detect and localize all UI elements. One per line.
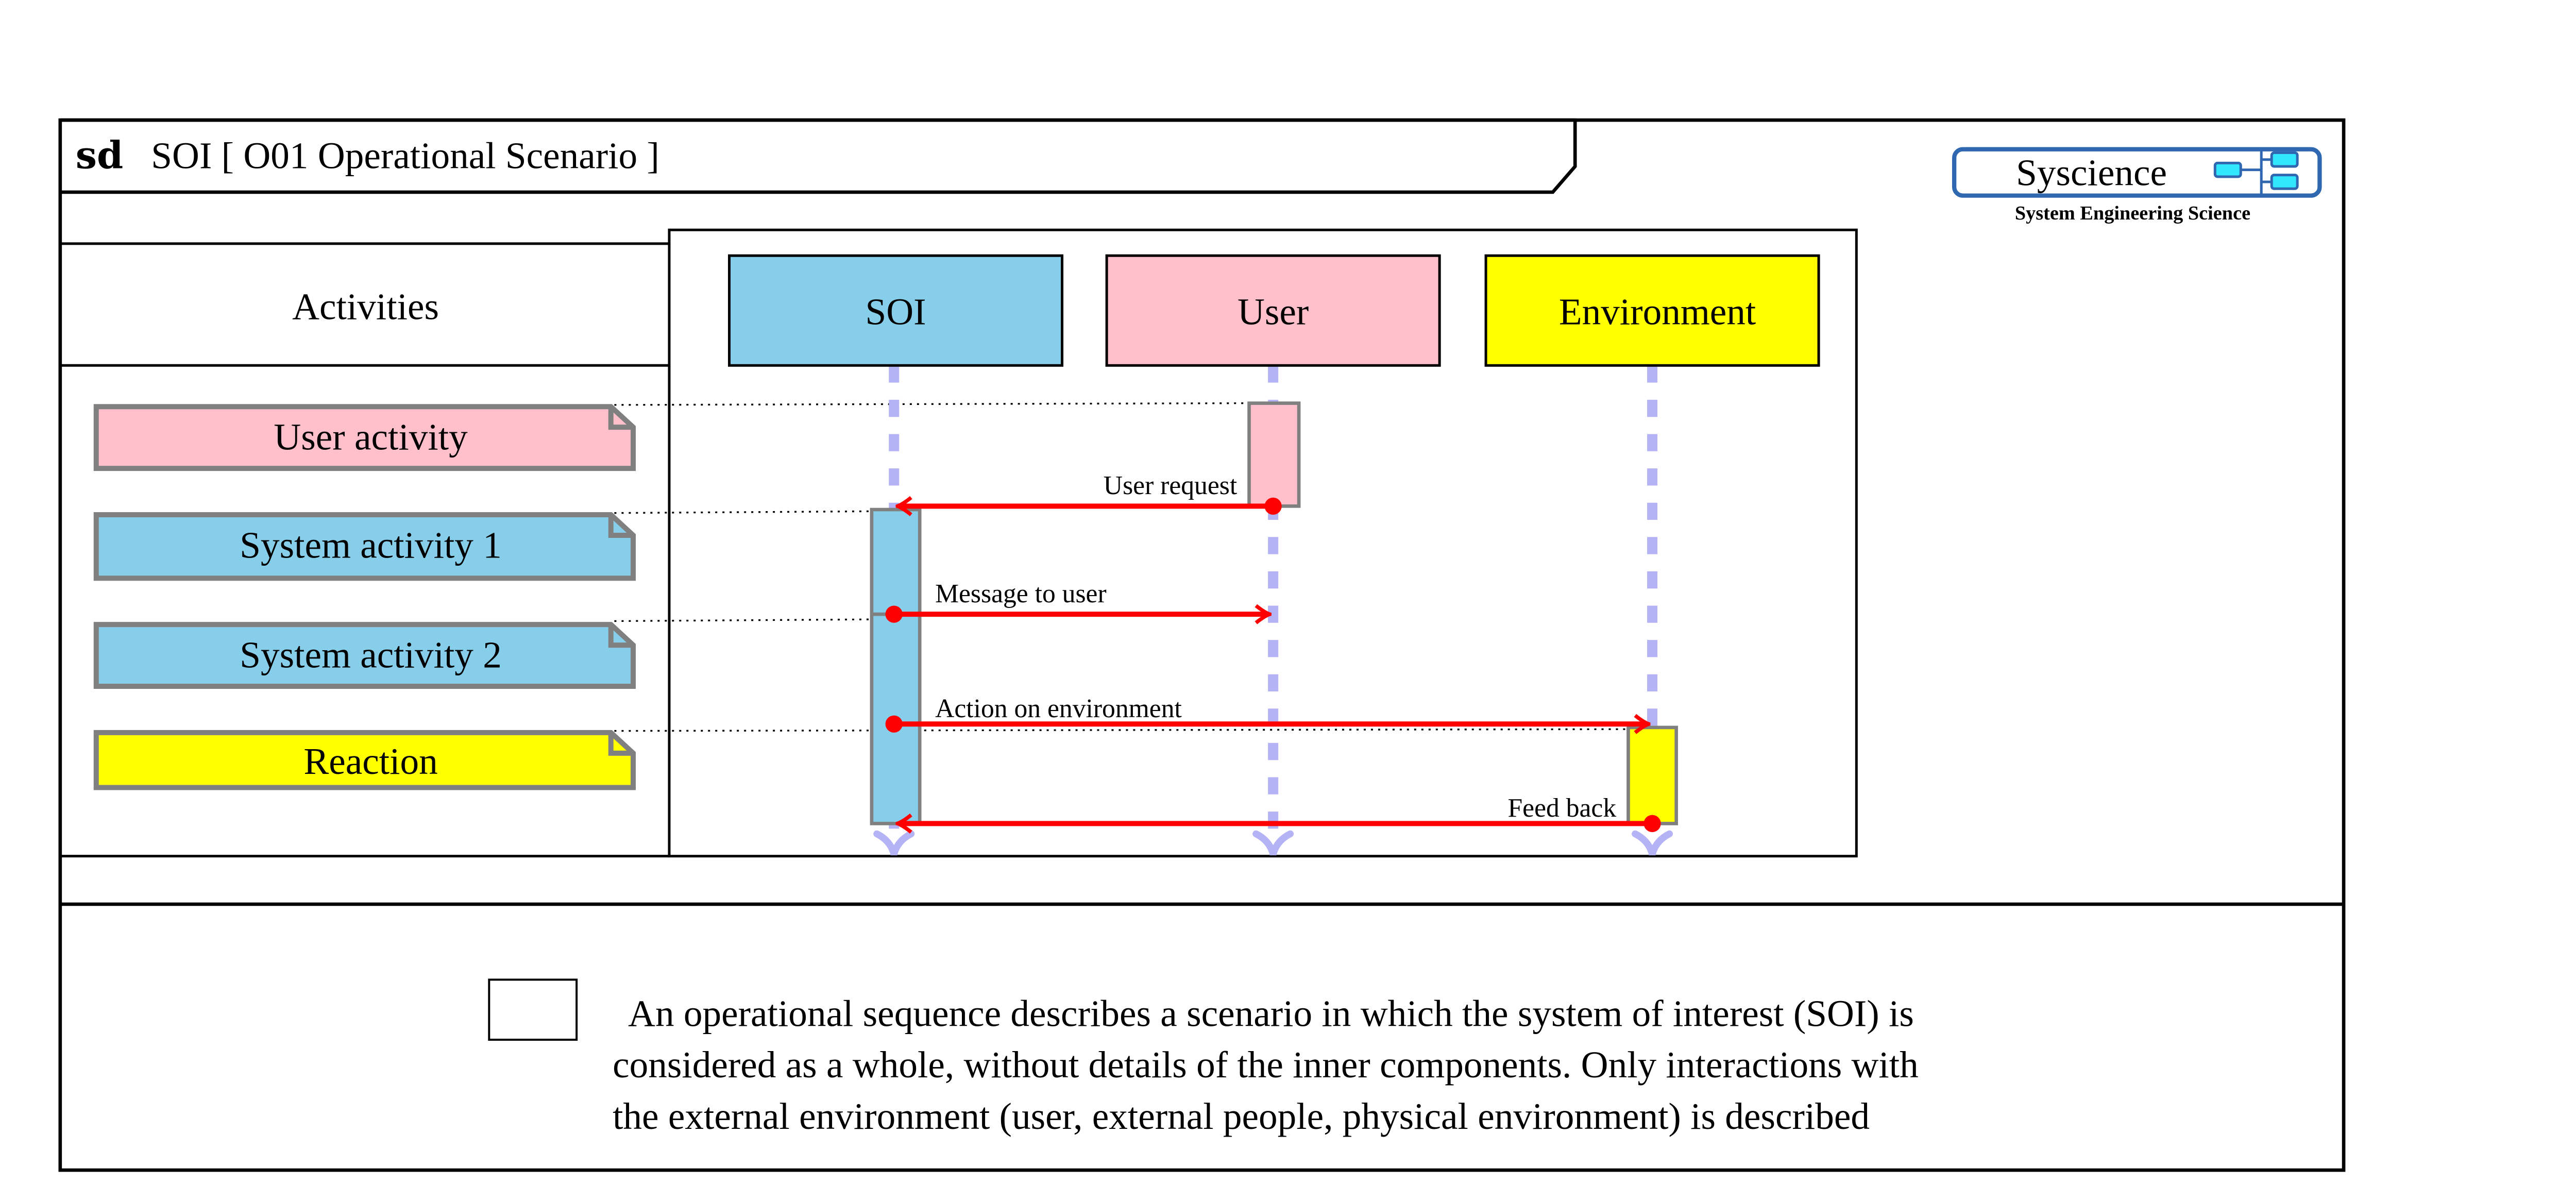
chevron-down-icon <box>1632 830 1673 856</box>
message-action-on-environment[interactable]: Action on environment <box>885 694 1648 733</box>
activation-environment <box>1626 725 1679 825</box>
frame-keyword: sd <box>76 133 123 177</box>
logo-tagline: System Engineering Science <box>2015 202 2250 224</box>
note-label: System activity 1 <box>240 524 502 566</box>
description-line: An operational sequence describes a scen… <box>628 992 1914 1034</box>
description-line: considered as a whole, without details o… <box>613 1044 1919 1086</box>
message-start-dot <box>1643 815 1661 833</box>
frame-title: SOI [ O01 Operational Scenario ] <box>151 134 659 176</box>
note-fold-icon <box>608 407 634 430</box>
activation-user <box>1247 401 1301 508</box>
note-fold-icon <box>608 515 634 538</box>
lifeline-head-soi[interactable]: SOI <box>728 254 1064 367</box>
message-start-dot <box>885 715 903 733</box>
note-reaction[interactable]: Reaction <box>93 730 636 790</box>
chevron-down-icon <box>1252 830 1294 856</box>
message-label: Feed back <box>1507 793 1616 823</box>
lifeline-head-environment[interactable]: Environment <box>1484 254 1820 367</box>
note-connectors <box>614 402 1629 732</box>
description-icon-box <box>488 978 578 1041</box>
lifeline-label: SOI <box>866 291 926 332</box>
message-label: Action on environment <box>935 694 1182 723</box>
lifeline-end-arrows <box>873 830 1673 856</box>
message-feed-back[interactable]: Feed back <box>899 793 1661 832</box>
note-label: User activity <box>274 416 468 458</box>
message-start-dot <box>885 605 903 623</box>
message-to-user[interactable]: Message to user <box>885 579 1268 623</box>
note-label: Reaction <box>303 740 437 782</box>
syscience-logo: Syscience System Engineering Science <box>1952 147 2322 224</box>
logo-name: Syscience <box>2016 152 2167 194</box>
logo-frame <box>1952 147 2322 198</box>
message-label: Message to user <box>935 579 1107 608</box>
activation-soi <box>870 508 922 825</box>
logo-blocks-icon <box>2213 151 2299 194</box>
message-label: User request <box>1104 471 1238 500</box>
description-line: the external environment (user, external… <box>613 1095 1870 1137</box>
note-system-activity-2[interactable]: System activity 2 <box>93 622 636 689</box>
activities-header: Activities <box>292 285 439 327</box>
message-user-request[interactable]: User request <box>899 471 1282 515</box>
lifeline-label: Environment <box>1559 291 1756 332</box>
note-user-activity[interactable]: User activity <box>93 404 636 471</box>
note-label: System activity 2 <box>240 634 502 675</box>
message-start-dot <box>1264 497 1282 515</box>
note-fold-icon <box>608 732 634 756</box>
activities-panel: Activities <box>60 242 669 367</box>
note-fold-icon <box>608 624 634 648</box>
note-system-activity-1[interactable]: System activity 1 <box>93 512 636 581</box>
lifeline-label: User <box>1238 291 1309 332</box>
chevron-down-icon <box>873 830 915 856</box>
lifeline-head-user[interactable]: User <box>1105 254 1441 367</box>
frame-title-tab <box>60 118 1577 194</box>
sequence-panel <box>668 228 1858 858</box>
